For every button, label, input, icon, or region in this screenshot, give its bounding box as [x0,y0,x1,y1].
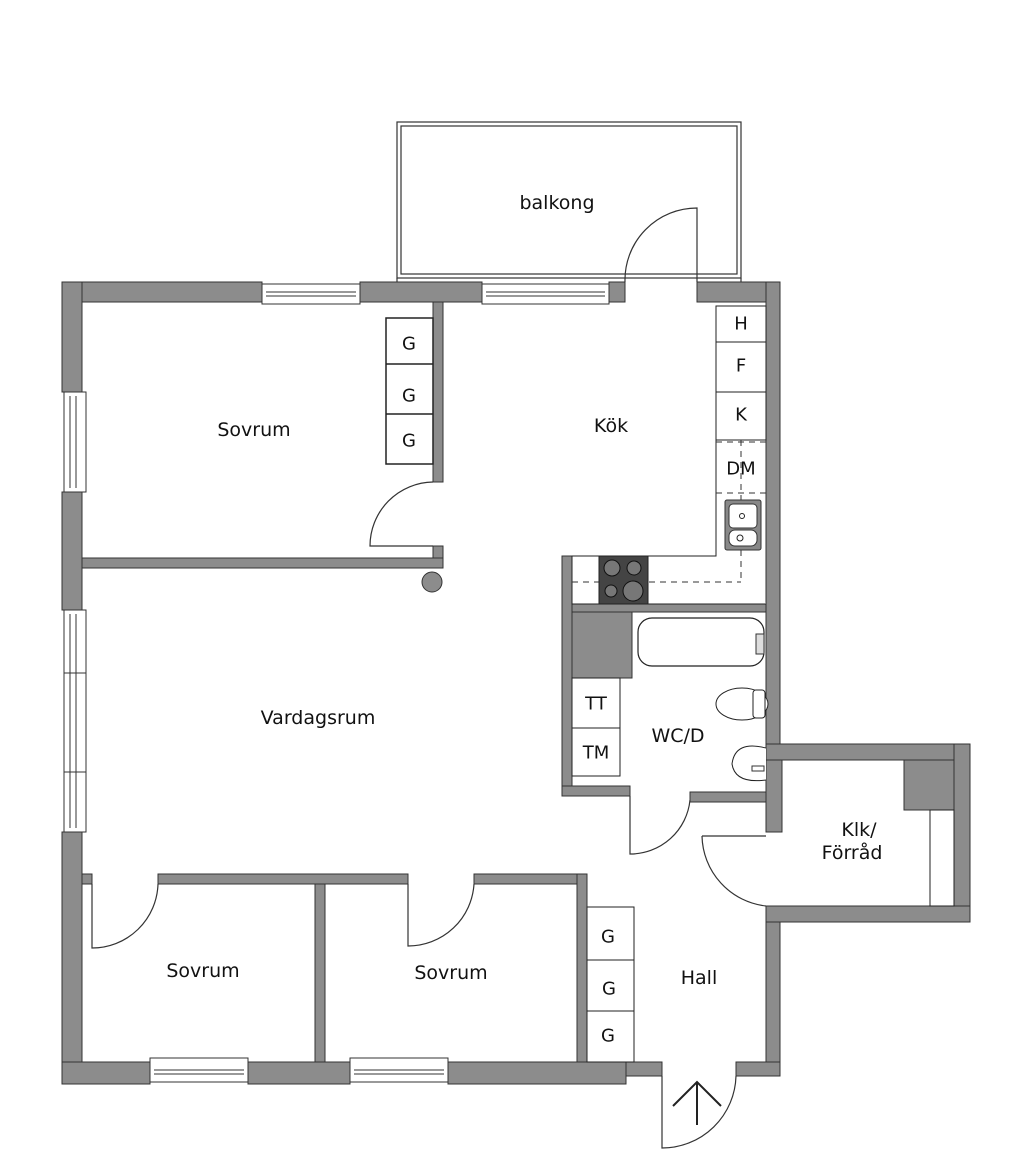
wall [689,791,767,803]
wall [571,611,633,679]
room-label-balkong: balkong [519,192,595,214]
wardrobe-label: G [601,926,615,948]
wall [903,759,955,811]
wall [314,883,326,1063]
wardrobe-label: G [402,385,416,407]
entrance-arrow-icon [672,1080,722,1125]
room-label-sovrum-top: Sovrum [217,419,291,441]
bathtub-icon [637,617,765,667]
wall [432,301,444,483]
room-label-forrad: Förråd [821,842,883,864]
wall [625,1061,663,1077]
room-label-sovrum-bottom-mid: Sovrum [414,962,488,984]
room-label-klk: Klk/ [841,819,877,841]
wall [447,1061,627,1085]
wall [765,921,781,1071]
wall [247,1061,351,1085]
balcony-railing [396,121,742,282]
wardrobe-label: G [402,333,416,355]
wardrobe-top [385,317,434,465]
washbasin-icon [731,745,767,782]
windows [63,283,610,1083]
wall [735,1061,781,1077]
wall [81,873,93,885]
wall [61,1061,151,1085]
appliance-label-k: K [735,404,747,426]
appliance-label-f: F [735,355,747,377]
wardrobe-label: G [402,430,416,452]
wall [576,873,588,1063]
wall [61,281,263,303]
room-label-kok: Kök [593,415,629,437]
appliance-label-tm: TM [582,742,610,764]
wall [359,281,483,303]
wall [765,759,783,833]
appliance-label-dm: DM [726,458,756,480]
wall [561,555,573,797]
wall [608,281,626,303]
wall [765,905,971,923]
room-label-sovrum-bottom-left: Sovrum [166,960,240,982]
room-label-hall: Hall [680,967,718,989]
room-label-wcd: WC/D [651,725,705,747]
wall [473,873,587,885]
wall [61,281,83,393]
wall [765,743,971,761]
toilet-icon [715,687,769,721]
stove-icon [598,555,649,605]
wall [61,831,83,1085]
wall [61,491,83,611]
wall [81,557,444,569]
pillar-icon [421,571,443,593]
appliance-label-tt: TT [585,693,607,715]
appliance-label-h: H [734,313,748,335]
closet-shelf [929,809,955,907]
wardrobe-label: G [601,1025,615,1047]
wardrobe-label: G [602,978,616,1000]
wall [765,281,781,745]
wall [157,873,409,885]
sink-icon [724,499,762,551]
wall [571,603,767,613]
wall [561,785,631,797]
wall [953,743,971,923]
room-label-vardagsrum: Vardagsrum [260,707,376,729]
doors [91,207,767,1149]
laundry-units [571,677,621,777]
wardrobe-hall [586,906,635,1063]
